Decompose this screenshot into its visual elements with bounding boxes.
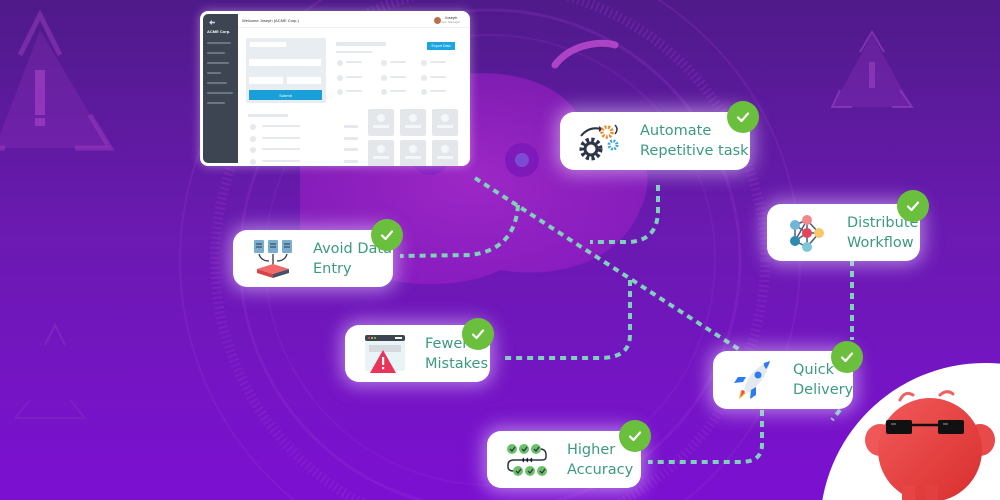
- check-badge-icon: [897, 190, 929, 222]
- profile-tile[interactable]: [400, 109, 426, 136]
- list-row-placeholder: [262, 137, 300, 139]
- card-label: Quick Delivery: [793, 362, 854, 398]
- export-data-button[interactable]: Export Data: [427, 42, 455, 50]
- stat-placeholder: [430, 61, 446, 63]
- list-row-placeholder: [262, 125, 300, 127]
- avatar: [434, 16, 442, 24]
- stat-icon: [337, 89, 343, 95]
- stat-icon: [421, 75, 427, 81]
- stat-icon: [421, 60, 427, 66]
- dashboard-sidebar: ACME Corp.: [203, 14, 238, 163]
- section-title-placeholder: [336, 42, 386, 46]
- stat-placeholder: [346, 61, 362, 63]
- stat-placeholder: [430, 90, 446, 92]
- dashboard-mockup: ACME Corp. Welcome Joseph (ACME Corp.) J…: [200, 11, 470, 166]
- stat-placeholder: [346, 90, 362, 92]
- rocket-icon: [727, 354, 779, 406]
- mascot-bug-icon: [865, 390, 995, 500]
- stat-placeholder: [430, 76, 446, 78]
- section-subtitle-placeholder: [336, 51, 372, 53]
- profile-tile[interactable]: [368, 140, 394, 166]
- card-label: Distribute Workflow: [847, 214, 919, 251]
- list-icon: [250, 136, 256, 142]
- list-value-placeholder: [344, 125, 358, 128]
- check-badge-icon: [831, 341, 863, 373]
- profile-tile[interactable]: [432, 109, 458, 136]
- user-role: Acc. Manager: [441, 20, 460, 24]
- stat-icon: [381, 89, 387, 95]
- stat-icon: [337, 75, 343, 81]
- stat-icon: [381, 60, 387, 66]
- stat-icon: [337, 60, 343, 66]
- list-value-placeholder: [344, 148, 358, 151]
- list-icon: [250, 124, 256, 130]
- dashboard-form: Submit: [246, 38, 326, 103]
- sidebar-nav-item[interactable]: [207, 42, 231, 44]
- card-label: Fewer Mistakes: [425, 335, 489, 372]
- form-input[interactable]: [249, 59, 321, 66]
- dashboard-user[interactable]: Joseph Acc. Manager: [434, 16, 460, 24]
- submit-button[interactable]: Submit: [249, 90, 322, 100]
- user-name: Joseph: [444, 15, 458, 20]
- stat-icon: [421, 89, 427, 95]
- profile-tile[interactable]: [400, 140, 426, 166]
- form-input[interactable]: [249, 77, 283, 84]
- browser-warning-icon: [359, 328, 411, 380]
- warning-triangle-icon: [0, 9, 115, 151]
- checklist-flow-icon: [501, 434, 553, 486]
- stat-placeholder: [390, 90, 406, 92]
- card-label: Higher Accuracy: [567, 441, 634, 478]
- profile-tile[interactable]: [432, 140, 458, 166]
- header-divider: [238, 27, 470, 28]
- stat-placeholder: [390, 76, 406, 78]
- dashboard-welcome: Welcome Joseph (ACME Corp.): [242, 18, 299, 23]
- list-row-placeholder: [262, 148, 300, 150]
- sidebar-nav-item[interactable]: [207, 52, 225, 54]
- card-quick-delivery: Quick Delivery: [713, 351, 853, 409]
- list-value-placeholder: [344, 160, 358, 163]
- list-value-placeholder: [344, 137, 358, 140]
- list-row-placeholder: [262, 160, 300, 162]
- card-automate: Automate Repetitive task: [560, 112, 750, 170]
- form-input[interactable]: [287, 77, 321, 84]
- sidebar-nav-item[interactable]: [207, 82, 227, 84]
- sidebar-nav-item[interactable]: [207, 72, 221, 74]
- check-badge-icon: [619, 420, 651, 452]
- stat-placeholder: [390, 61, 406, 63]
- card-avoid-data-entry: Avoid Data Entry: [233, 230, 393, 287]
- card-higher-accuracy: Higher Accuracy: [487, 431, 641, 488]
- check-badge-icon: [462, 318, 494, 350]
- dashboard-brand: ACME Corp.: [207, 29, 231, 34]
- sidebar-nav-item[interactable]: [207, 62, 229, 64]
- network-icon: [781, 207, 833, 259]
- card-label: Automate Repetitive task: [640, 123, 749, 159]
- sidebar-nav-item[interactable]: [207, 92, 233, 94]
- sidebar-nav-item[interactable]: [207, 102, 225, 104]
- check-badge-icon: [371, 219, 403, 251]
- card-distribute: Distribute Workflow: [767, 204, 920, 261]
- gears-icon: [574, 115, 626, 167]
- check-badge-icon: [727, 101, 759, 133]
- back-arrow-icon: [209, 20, 215, 25]
- list-title-placeholder: [248, 114, 288, 117]
- stat-placeholder: [346, 76, 362, 78]
- list-icon: [250, 159, 256, 165]
- profile-tile[interactable]: [368, 109, 394, 136]
- documents-to-database-icon: [247, 233, 299, 285]
- stat-icon: [381, 75, 387, 81]
- list-icon: [250, 147, 256, 153]
- form-title-placeholder: [250, 42, 286, 47]
